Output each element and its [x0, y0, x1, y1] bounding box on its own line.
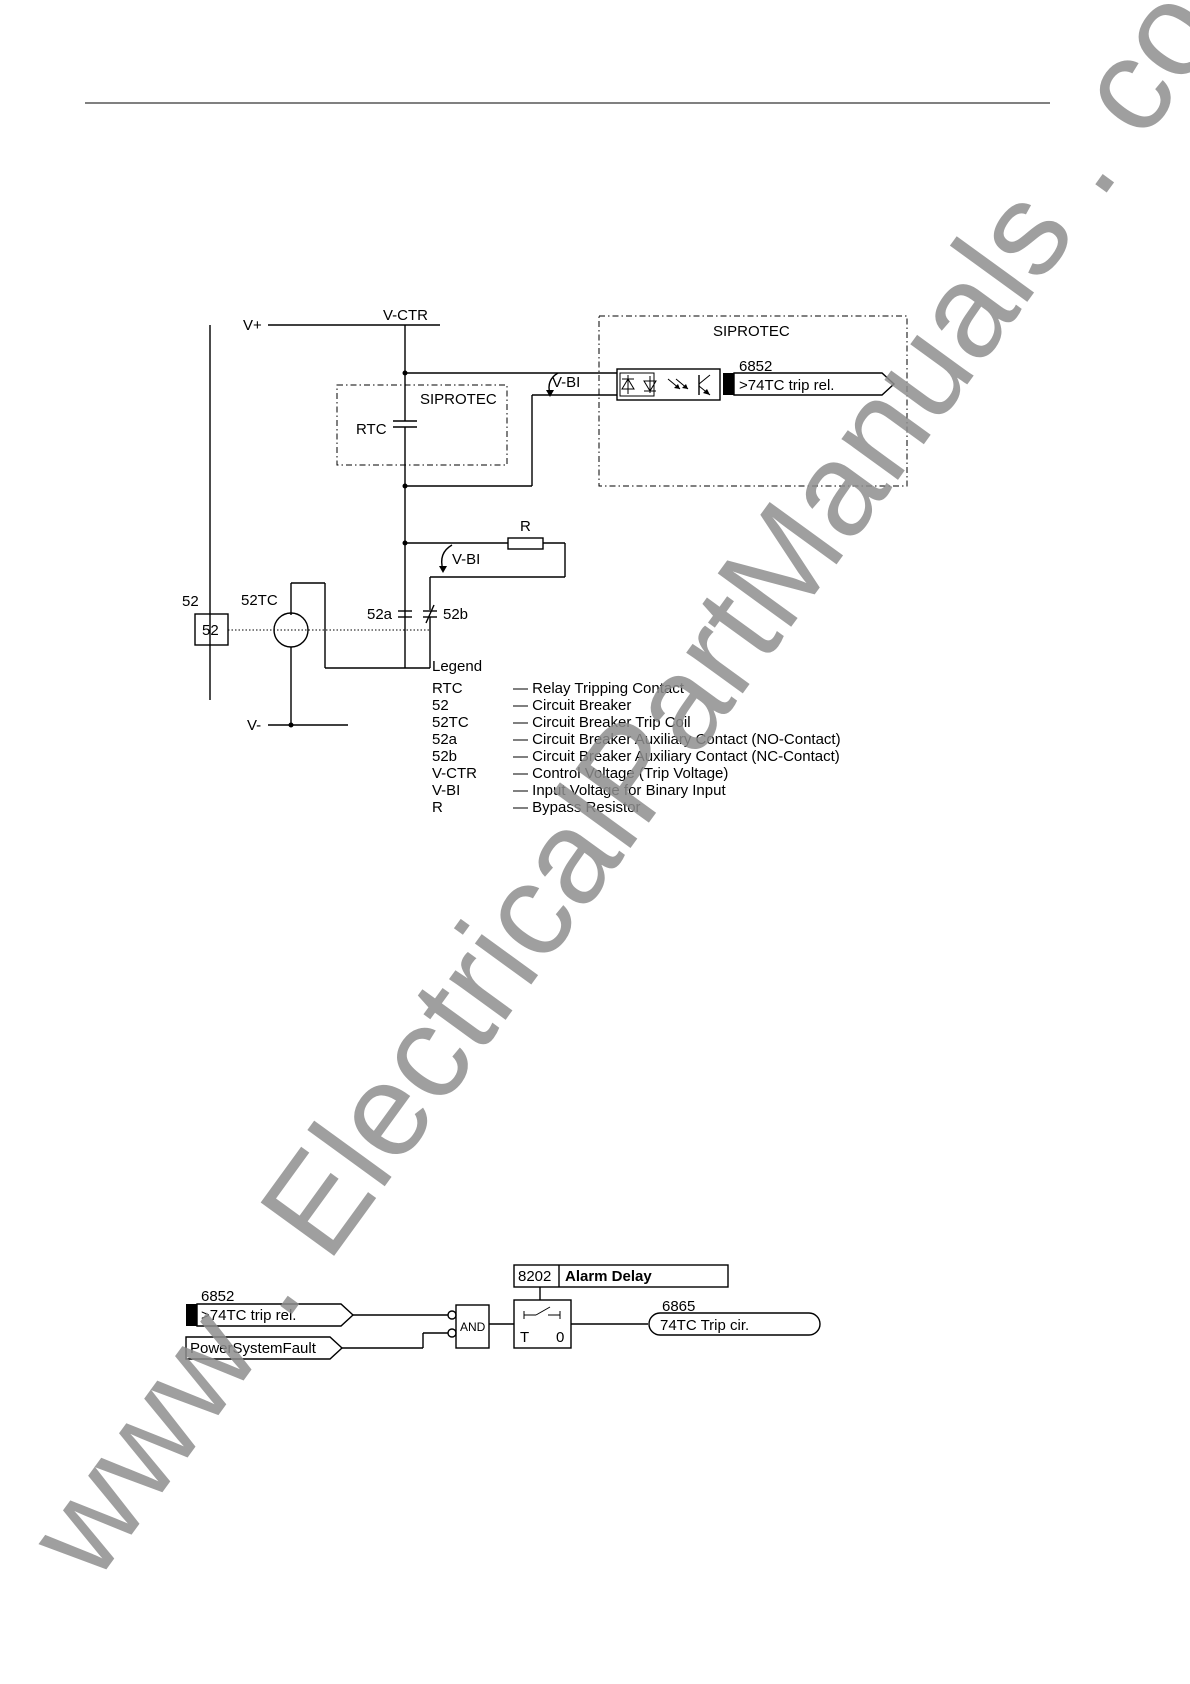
- legend-key: 52TC: [432, 714, 469, 731]
- legend: Legend RTC — Relay Tripping Contact 52 — Ci…: [432, 658, 841, 816]
- siprotec-left-label: SIPROTEC: [420, 391, 497, 408]
- logic-in1-inverter: [447, 1310, 457, 1320]
- signal-tag: [733, 372, 896, 396]
- logic-out-fno: 6865: [662, 1298, 695, 1315]
- logic-in1-tag: [196, 1303, 355, 1327]
- legend-key: V-CTR: [432, 765, 477, 782]
- logic-in1-fno: 6852: [201, 1288, 234, 1305]
- logic-in2-tag: [185, 1336, 344, 1360]
- vbi-top-label: V-BI: [552, 374, 580, 391]
- legend-desc: — Input Voltage for Binary Input: [513, 782, 726, 799]
- timer-t-label: T: [520, 1329, 529, 1346]
- legend-title: Legend: [432, 658, 482, 675]
- logic-in1-label: >74TC trip rel.: [201, 1307, 296, 1324]
- breaker-inner-label: 52: [202, 622, 219, 639]
- param-name: Alarm Delay: [565, 1268, 652, 1285]
- signal-marker: [723, 373, 734, 395]
- legend-key: 52b: [432, 748, 457, 765]
- resistor-label: R: [520, 518, 531, 535]
- legend-desc: — Control Voltage (Trip Voltage): [513, 765, 728, 782]
- rtc-label: RTC: [356, 421, 387, 438]
- param-box: [513, 1264, 729, 1288]
- legend-desc: — Relay Tripping Contact: [513, 680, 685, 697]
- logic-diagram: 6852 >74TC trip rel. PowerSystemFault AN…: [185, 1264, 821, 1360]
- legend-rows: RTC — Relay Tripping Contact 52 — Circuit B…: [432, 680, 841, 816]
- legend-desc: — Circuit Breaker Trip Coil: [513, 714, 691, 731]
- legend-key: RTC: [432, 680, 463, 697]
- and-gate-label: AND: [460, 1320, 486, 1334]
- logic-in2-inverter: [447, 1328, 457, 1338]
- legend-key: R: [432, 799, 443, 816]
- vctr-label: V-CTR: [383, 307, 428, 324]
- legend-desc: — Circuit Breaker Auxiliary Contact (NC-…: [513, 748, 840, 765]
- siprotec-right-label: SIPROTEC: [713, 323, 790, 340]
- legend-desc: — Circuit Breaker Auxiliary Contact (NO-…: [513, 731, 841, 748]
- legend-desc: — Circuit Breaker: [513, 697, 631, 714]
- vbi-mid-label: V-BI: [452, 551, 480, 568]
- optocoupler-block: [616, 368, 721, 401]
- legend-key: 52: [432, 697, 449, 714]
- vplus-label: V+: [243, 317, 262, 334]
- 52a-label: 52a: [367, 606, 393, 623]
- vbi-mid-arrowhead: [439, 566, 447, 573]
- param-number: 8202: [518, 1268, 551, 1285]
- trip-coil-label: 52TC: [241, 592, 278, 609]
- optocoupler-diode-icon: [621, 375, 657, 394]
- legend-key: 52a: [432, 731, 458, 748]
- watermark: www . ElectricalPartManuals . com: [0, 0, 1190, 1602]
- bypass-resistor: [507, 537, 544, 550]
- logic-out-tag: [648, 1312, 821, 1336]
- logic-out-label: 74TC Trip cir.: [660, 1317, 749, 1334]
- timer-0-label: 0: [556, 1329, 564, 1346]
- trip-circuit-diagram: V+ V-CTR RTC SIPROTEC V-BI SIPROTEC: [182, 307, 908, 816]
- 52b-label: 52b: [443, 606, 468, 623]
- signal-fno: 6852: [739, 358, 772, 375]
- logic-in2-label: PowerSystemFault: [190, 1340, 317, 1357]
- breaker-outer-label: 52: [182, 593, 199, 610]
- vminus-label: V-: [247, 717, 261, 734]
- phototransistor-icon: [698, 374, 711, 396]
- legend-desc: — Bypass Resistor: [513, 799, 641, 816]
- timer-switch-icon: [523, 1306, 561, 1319]
- light-arrows-icon: [667, 378, 689, 390]
- 52b-contact-slash: [425, 604, 435, 624]
- signal-label: >74TC trip rel.: [739, 377, 834, 394]
- and-gate: [455, 1304, 490, 1349]
- logic-in1-marker: [186, 1304, 197, 1326]
- siprotec-box-right: [598, 315, 908, 487]
- vbi-top-arrowhead: [546, 390, 554, 397]
- siprotec-box-left: [336, 384, 508, 466]
- legend-key: V-BI: [432, 782, 460, 799]
